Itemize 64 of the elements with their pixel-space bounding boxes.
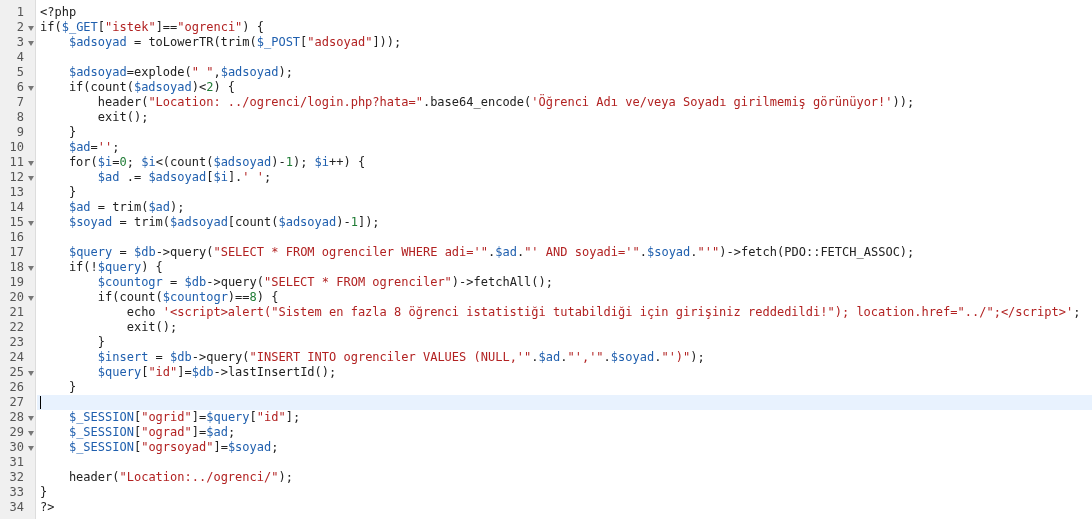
line-number: 18 (8, 260, 24, 275)
line-number: 34 (8, 500, 24, 515)
code-line: exit(); (96, 110, 149, 125)
line-number: 24 (8, 350, 24, 365)
line-number: 20 (8, 290, 24, 305)
line-number: 22 (8, 320, 24, 335)
line-number: 15 (8, 215, 24, 230)
code-line: for($i=0; $i<(count($adsoyad)-1); $i++) { (67, 155, 366, 170)
line-number: 31 (8, 455, 24, 470)
line-number: 30 (8, 440, 24, 455)
code-line: if(count($countogr)==8) { (96, 290, 279, 305)
code-line: } (67, 125, 77, 140)
code-line: } (67, 380, 77, 395)
code-line: if(!$query) { (67, 260, 163, 275)
line-number: 26 (8, 380, 24, 395)
line-number: 33 (8, 485, 24, 500)
code-line: header("Location: ../ogrenci/login.php?hata=".base64_encode('Öğrenci Adı ve/veya Soyadı girilmemiş görünüyor!')); (96, 95, 915, 110)
line-number: 17 (8, 245, 24, 260)
code-line: exit(); (125, 320, 178, 335)
line-number: 8 (15, 110, 24, 125)
line-number: 1 (15, 5, 24, 20)
code-line: $ad .= $adsoyad[$i].' '; (96, 170, 272, 185)
line-number: 25 (8, 365, 24, 380)
line-number: 27 (8, 395, 24, 410)
line-number: 29 (8, 425, 24, 440)
line-number: 32 (8, 470, 24, 485)
code-line: if($_GET["istek"]=="ogrenci") { (40, 20, 265, 35)
code-line: $soyad = trim($adsoyad[count($adsoyad)-1]); (67, 215, 380, 230)
code-line: $query["id"]=$db->lastInsertId(); (96, 365, 337, 380)
line-number: 3 (15, 35, 24, 50)
code-line: $adsoyad = toLowerTR(trim($_POST["adsoyad"])); (67, 35, 402, 50)
line-number: 16 (8, 230, 24, 245)
line-number: 23 (8, 335, 24, 350)
code-line: $adsoyad=explode(" ",$adsoyad); (67, 65, 293, 80)
code-line: if(count($adsoyad)<2) { (67, 80, 236, 95)
code-line: header("Location:../ogrenci/"); (67, 470, 293, 485)
line-number: 2 (15, 20, 24, 35)
code-line: $insert = $db->query("INSERT INTO ogrenciler VALUES (NULL,'".$ad."','".$soyad."')"); (96, 350, 705, 365)
line-number: 11 (8, 155, 24, 170)
line-number: 21 (8, 305, 24, 320)
line-number: 12 (8, 170, 24, 185)
code-line: $_SESSION["ogrid"]=$query["id"]; (67, 410, 301, 425)
line-number: 5 (15, 65, 24, 80)
line-number: 7 (15, 95, 24, 110)
code-line: echo '<script>alert("Sistem en fazla 8 öğrenci istatistiği tutabildiği için girişiniz reddedildi!"); location.href="../";</script>'; (125, 305, 1081, 320)
line-number: 6 (15, 80, 24, 95)
code-line: $countogr = $db->query("SELECT * FROM ogrenciler")->fetchAll(); (96, 275, 553, 290)
line-number: 19 (8, 275, 24, 290)
code-line: $ad=''; (67, 140, 120, 155)
line-number: 10 (8, 140, 24, 155)
code-line: } (96, 335, 106, 350)
code-line: <?php (40, 5, 77, 20)
code-line: $query = $db->query("SELECT * FROM ogrenciler WHERE adi='".$ad."' AND soyadi='".$soyad."'")->fetch(PDO::FETCH_ASSOC); (67, 245, 915, 260)
code-line: } (67, 185, 77, 200)
code-line: $_SESSION["ograd"]=$ad; (67, 425, 236, 440)
line-number: 14 (8, 200, 24, 215)
code-line: } (40, 485, 48, 500)
line-number: 9 (15, 125, 24, 140)
line-number: 13 (8, 185, 24, 200)
code-line: $ad = trim($ad); (67, 200, 185, 215)
line-number: 4 (15, 50, 24, 65)
code-line: $_SESSION["ogrsoyad"]=$soyad; (67, 440, 279, 455)
line-number: 28 (8, 410, 24, 425)
code-line: ?> (40, 500, 55, 515)
